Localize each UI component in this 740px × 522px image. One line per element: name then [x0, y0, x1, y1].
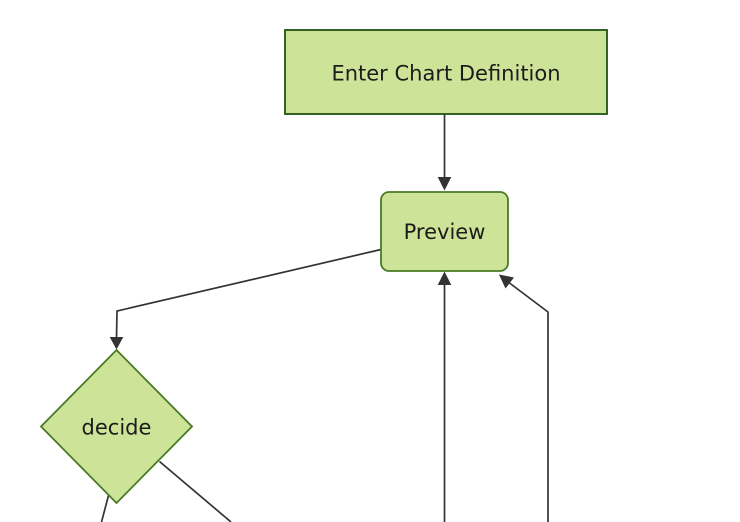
node-preview: Preview [380, 191, 509, 272]
edge-decide-to-bottom-right [158, 460, 232, 522]
node-label-decide: decide [82, 416, 152, 440]
edge-bottom-to-preview [437, 271, 452, 522]
node-rounded-rect [380, 191, 509, 272]
node-rect [284, 29, 608, 115]
arrowhead-down-icon [437, 177, 452, 191]
node-diamond [39, 348, 194, 505]
arrowhead-up-icon [437, 271, 452, 285]
arrowhead-up-left-icon [499, 274, 514, 289]
edge-enter-to-preview [437, 114, 452, 191]
node-decide: decide [39, 348, 194, 505]
edge-decide-to-bottom-left [100, 495, 110, 522]
node-label-preview: Preview [404, 220, 486, 244]
edge-line [115, 248, 382, 339]
edge-bottom-right-to-preview [499, 274, 549, 522]
edge-preview-to-decide [109, 248, 382, 350]
node-enter-chart-definition: Enter Chart Definition [284, 29, 608, 115]
edge-line [508, 282, 549, 522]
arrowhead-down-icon [109, 337, 124, 350]
node-label-enter-chart-definition: Enter Chart Definition [331, 62, 560, 86]
